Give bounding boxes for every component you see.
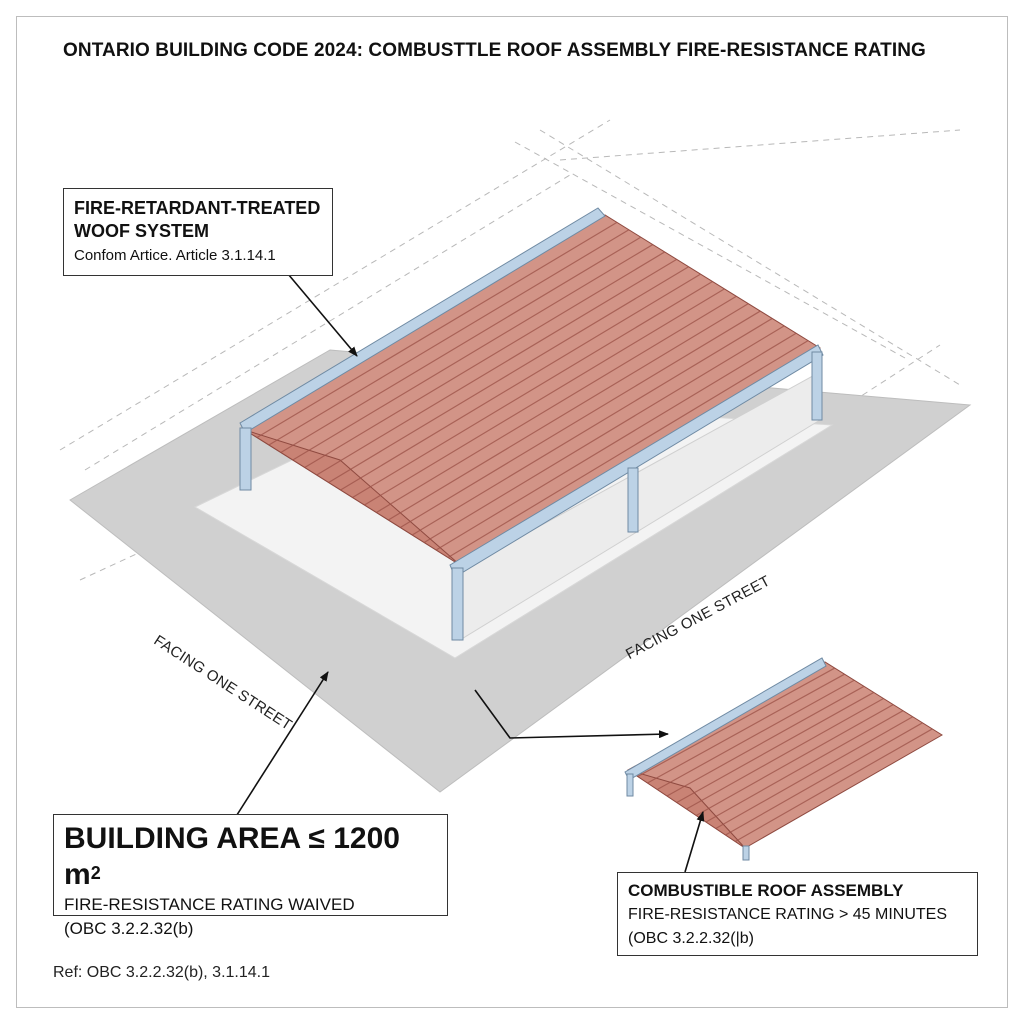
callout-combustible-roof: COMBUSTIBLE ROOF ASSEMBLY FIRE-RESISTANC…	[617, 872, 978, 956]
inset-roof-stripe	[666, 685, 865, 797]
main-roof-stripe	[388, 303, 749, 521]
callout-area-heading: BUILDING AREA ≤ 1200 m2	[64, 822, 400, 891]
arrow-frt-to-roof	[282, 267, 358, 357]
main-roof-stripe	[423, 325, 785, 544]
callout-frt-heading-2: WOOF SYSTEM	[74, 221, 209, 241]
inset-roof-stripe	[725, 722, 923, 836]
main-roof-stripe	[304, 251, 666, 469]
column-mid	[627, 467, 639, 533]
page-title: ONTARIO BUILDING CODE 2024: COMBUSTTLE R…	[63, 40, 926, 61]
main-roof-stripe	[364, 288, 725, 506]
inset-roof-stripe	[637, 667, 836, 778]
inset-roof-stripes	[637, 667, 933, 843]
callout-frt-subtext: Confom Artice. Article 3.1.14.1	[74, 247, 276, 264]
inset-roof-stripe	[715, 716, 914, 830]
column-back	[811, 351, 823, 421]
main-roof-stripe	[411, 317, 773, 536]
inset-roof-stripe	[686, 697, 884, 810]
main-roof-stripe	[399, 310, 761, 529]
inset-roof-stripe	[676, 691, 875, 804]
inset-roof-stripe	[695, 704, 894, 817]
main-roof-stripe	[376, 295, 737, 514]
callout-area-line-1: FIRE-RESISTANCE RATING WAIVED	[64, 895, 355, 914]
reference-note: Ref: OBC 3.2.2.32(b), 3.1.14.1	[53, 964, 271, 981]
callout-combustible-line-1: FIRE-RESISTANCE RATING > 45 MINUTES	[628, 906, 948, 923]
arrow-ground-to-inset	[474, 689, 669, 739]
arrow-combustible-to-inset	[684, 811, 705, 873]
callout-area-line-2: (OBC 3.2.2.32(b)	[64, 919, 194, 938]
main-roof-stripe	[256, 221, 618, 439]
callout-fire-retardant-system: FIRE-RETARDANT-TREATED WOOF SYSTEM Confo…	[63, 188, 333, 276]
main-roof-stripe	[352, 280, 713, 499]
inset-roof-stripe	[705, 710, 904, 823]
column-front-right	[451, 567, 464, 641]
main-roof-stripe	[292, 244, 654, 461]
inset-roof-stripe	[647, 673, 845, 784]
main-roof-stripe	[447, 340, 809, 559]
callout-combustible-line-2: (OBC 3.2.2.32(|b)	[628, 930, 754, 947]
inset-column-left	[626, 773, 634, 797]
arrow-area-to-ground	[234, 671, 329, 819]
main-roof-stripe	[268, 229, 630, 446]
callout-building-area: BUILDING AREA ≤ 1200 m2 FIRE-RESISTANCE …	[53, 814, 448, 938]
main-roof-stripes	[256, 221, 809, 559]
column-front-left	[239, 427, 252, 491]
main-roof-stripe	[435, 332, 797, 551]
inset-frame	[624, 657, 827, 861]
main-frame	[239, 207, 824, 641]
main-roof-stripe	[340, 273, 701, 491]
inset-roof-stripe	[734, 728, 933, 843]
callout-frt-heading-1: FIRE-RETARDANT-TREATED	[74, 198, 321, 218]
inset-column-right	[742, 845, 750, 861]
callout-combustible-heading: COMBUSTIBLE ROOF ASSEMBLY	[628, 881, 904, 900]
main-roof-stripe	[316, 258, 677, 476]
leader-arrows	[234, 267, 705, 873]
inset-roof-stripe	[656, 679, 855, 791]
main-roof-stripe	[280, 236, 642, 454]
main-roof-stripe	[328, 266, 689, 484]
